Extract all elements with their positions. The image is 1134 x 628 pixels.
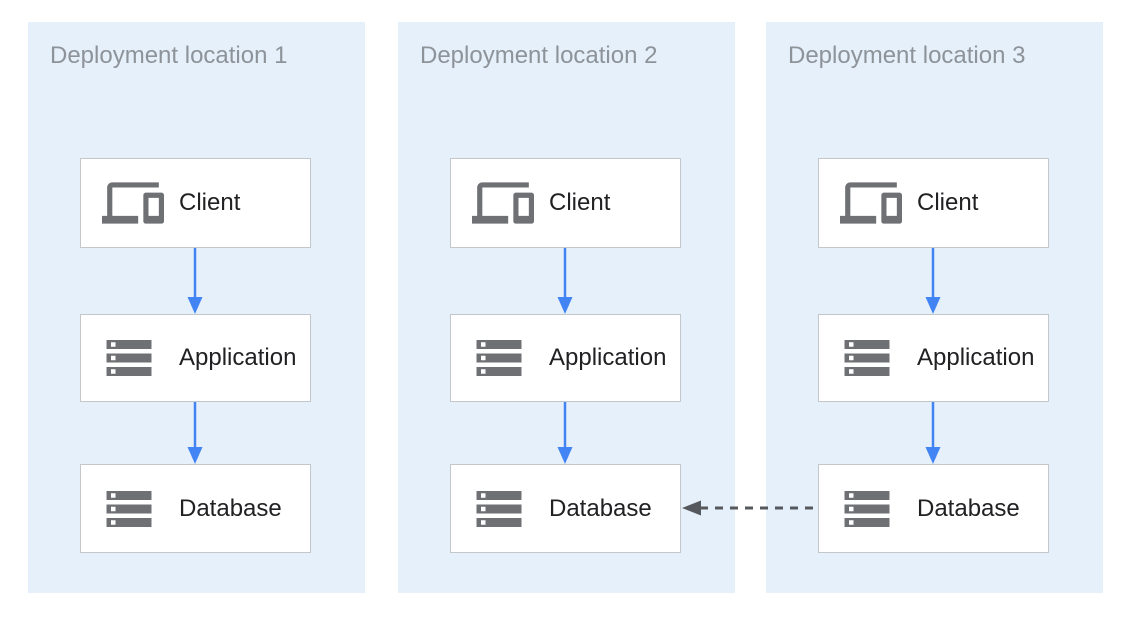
- node-label: Application: [549, 344, 667, 371]
- node-label: Database: [179, 494, 282, 522]
- node-label: Application: [917, 344, 1035, 371]
- deployment-location-3-panel: Deployment location 3 Client Application: [766, 22, 1103, 593]
- deployment-location-3-title: Deployment location 3: [788, 42, 1026, 69]
- node-label: Database: [549, 494, 652, 522]
- storage-icon: [472, 331, 534, 385]
- database-node-3: Database: [818, 464, 1049, 553]
- database-node-1: Database: [80, 464, 311, 553]
- devices-icon: [840, 172, 902, 234]
- node-label: Client: [917, 189, 979, 216]
- node-label: Client: [179, 189, 241, 216]
- devices-icon: [102, 172, 164, 234]
- application-to-database-arrow: [187, 402, 203, 464]
- node-label: Application: [179, 344, 297, 371]
- client-to-application-arrow: [925, 248, 941, 314]
- application-node-3: Application: [818, 314, 1049, 402]
- deployment-location-2-title: Deployment location 2: [420, 42, 658, 69]
- deployment-location-1-title: Deployment location 1: [50, 42, 288, 69]
- storage-icon: [102, 331, 164, 385]
- client-to-application-arrow: [557, 248, 573, 314]
- client-node-2: Client: [450, 158, 681, 248]
- storage-icon: [840, 482, 902, 536]
- application-to-database-arrow: [557, 402, 573, 464]
- deployment-location-1-panel: Deployment location 1 Client Application: [28, 22, 365, 593]
- client-node-3: Client: [818, 158, 1049, 248]
- node-label: Client: [549, 189, 611, 216]
- node-label: Database: [917, 494, 1020, 522]
- storage-icon: [840, 331, 902, 385]
- database-node-2: Database: [450, 464, 681, 553]
- storage-icon: [102, 482, 164, 536]
- client-node-1: Client: [80, 158, 311, 248]
- application-node-1: Application: [80, 314, 311, 402]
- database-replication-arrow: [682, 500, 817, 516]
- application-to-database-arrow: [925, 402, 941, 464]
- deployment-location-2-panel: Deployment location 2 Client Application: [398, 22, 735, 593]
- devices-icon: [472, 172, 534, 234]
- client-to-application-arrow: [187, 248, 203, 314]
- storage-icon: [472, 482, 534, 536]
- application-node-2: Application: [450, 314, 681, 402]
